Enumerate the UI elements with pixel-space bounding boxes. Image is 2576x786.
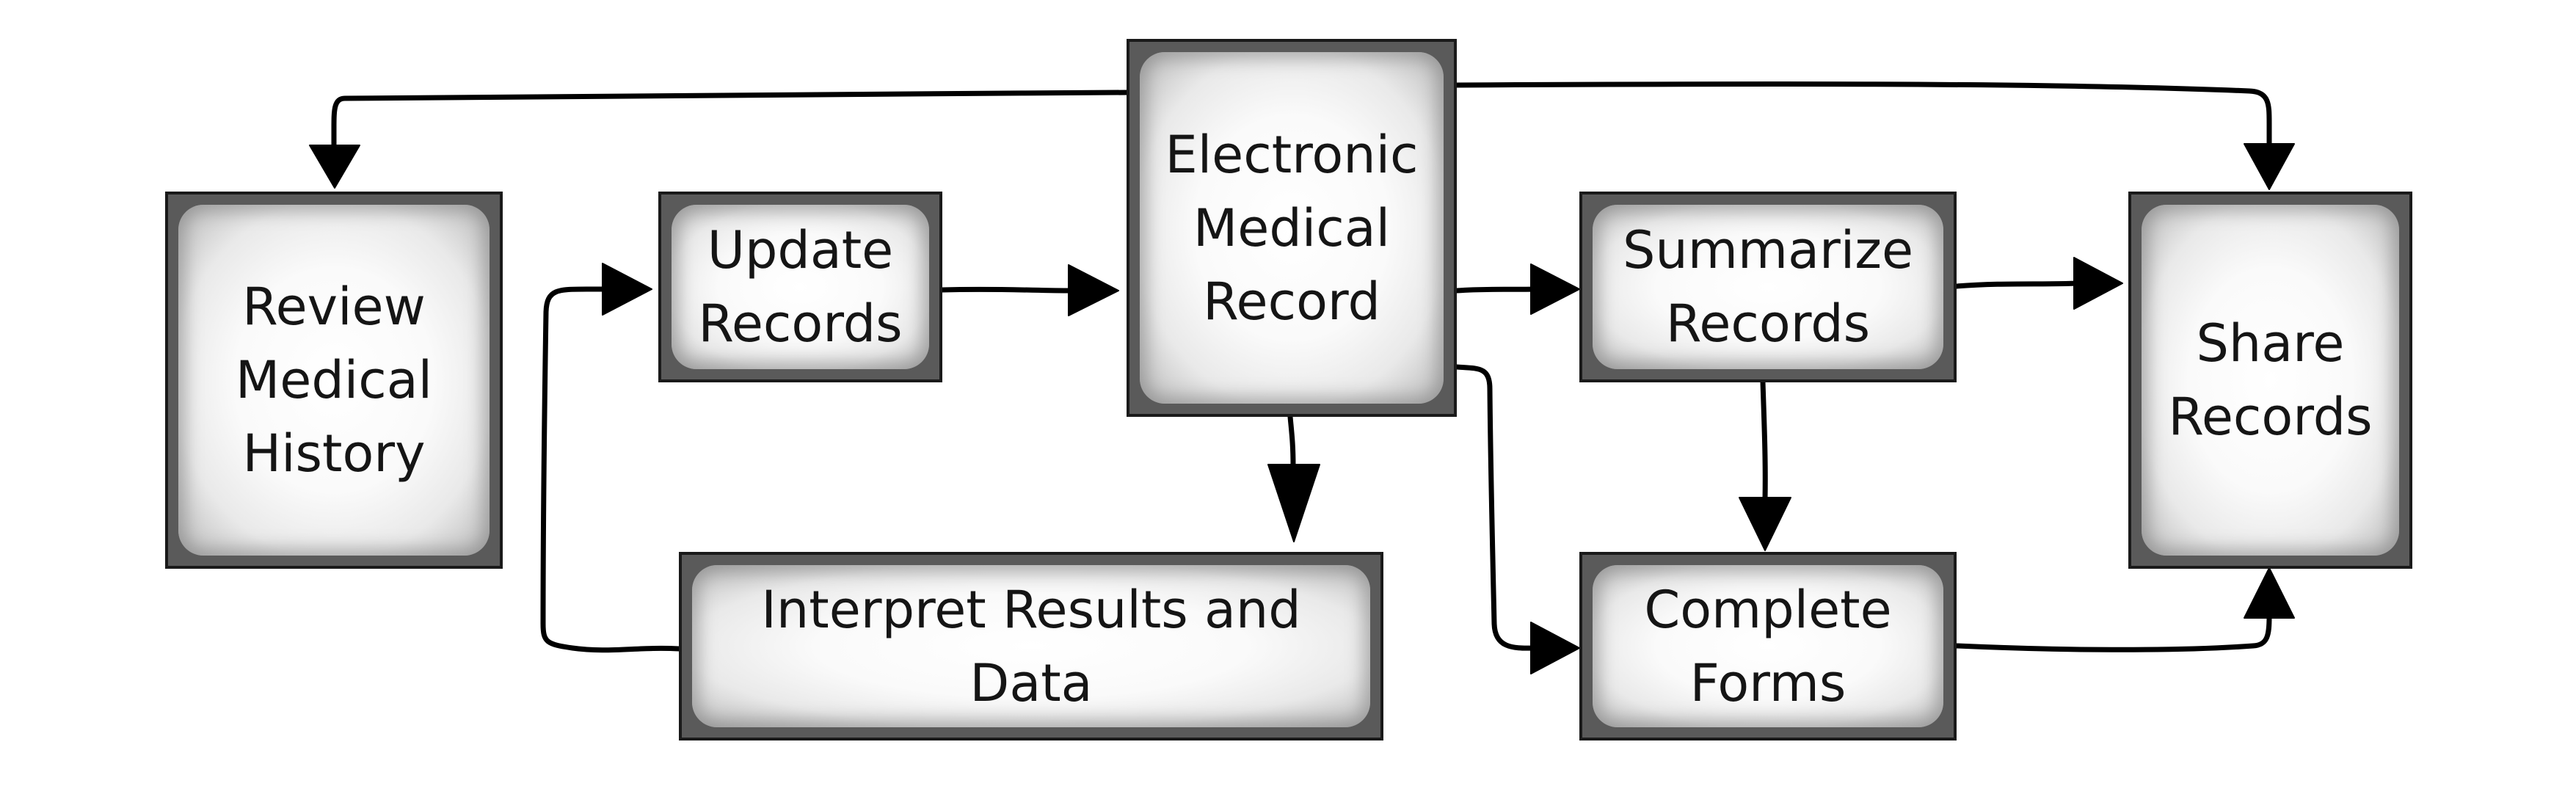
node-interpret-results-and-data-label: Interpret Results and Data [761,579,1301,713]
edge-emr-to-interpret [1287,414,1296,469]
node-interpret-results-and-data: Interpret Results and Data [679,552,1383,740]
edge-emr-to-review-history [331,90,1129,150]
edge-emr-to-complete [1454,364,1537,651]
node-update-records-fill: Update Records [672,205,929,369]
node-update-records-label: Update Records [698,220,903,354]
node-review-medical-history: Review Medical History [165,192,503,569]
arrowhead-emr-left [1068,264,1119,316]
node-summarize-records-fill: Summarize Records [1593,205,1943,369]
arrowhead-complete-left [1530,622,1580,674]
node-update-records: Update Records [658,192,942,382]
edge-emr-to-summarize [1454,286,1537,294]
node-electronic-medical-record: Electronic Medical Record [1127,39,1457,417]
node-review-medical-history-fill: Review Medical History [178,205,490,556]
edge-interpret-to-update [540,286,682,653]
node-share-records-label: Share Records [2168,313,2373,447]
edge-summarize-to-complete [1760,379,1768,502]
node-summarize-records-label: Summarize Records [1622,220,1914,354]
edge-complete-to-share [1954,614,2272,652]
arrowhead-summarize-left [1530,263,1580,315]
arrowhead-share-middle [2073,257,2123,310]
arrowhead-update-left [602,263,652,316]
arrowhead-interpret-top [1267,464,1320,542]
arrowhead-share-top [2244,143,2295,190]
arrowhead-review-history [309,145,360,189]
edge-emr-to-share-top [1452,81,2272,148]
node-electronic-medical-record-fill: Electronic Medical Record [1140,52,1444,404]
node-share-records-fill: Share Records [2142,205,2399,556]
node-interpret-results-and-data-fill: Interpret Results and Data [692,565,1370,727]
node-electronic-medical-record-label: Electronic Medical Record [1165,124,1419,332]
edge-summarize-to-share [1954,280,2080,289]
node-complete-forms-label: Complete Forms [1644,579,1892,713]
node-share-records: Share Records [2128,192,2412,569]
node-review-medical-history-label: Review Medical History [235,277,433,484]
node-complete-forms-fill: Complete Forms [1593,565,1943,727]
arrowhead-share-bottom [2244,567,2295,619]
arrowhead-complete-top [1739,497,1791,551]
edge-update-to-emr [939,286,1074,294]
node-complete-forms: Complete Forms [1579,552,1957,740]
node-summarize-records: Summarize Records [1579,192,1957,382]
